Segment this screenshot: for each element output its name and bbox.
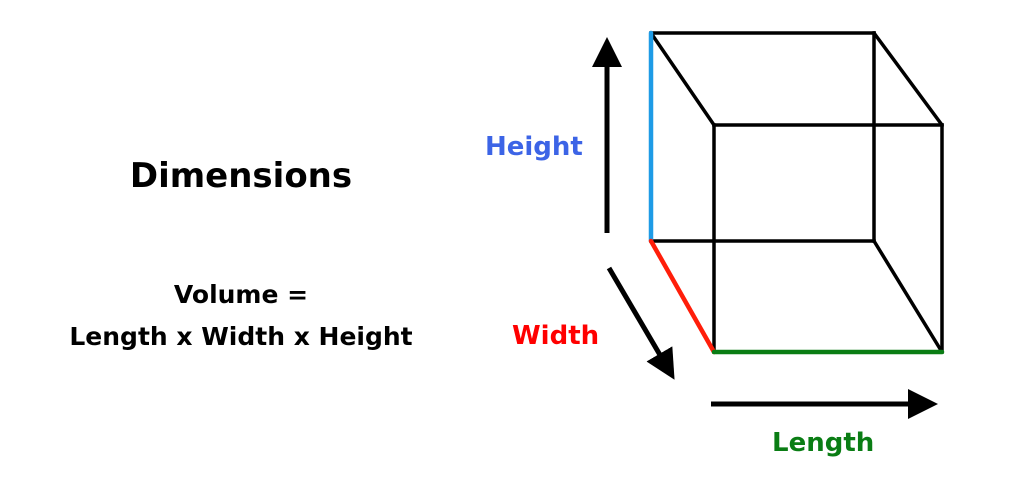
- depth-edge-bottom-right: [872, 239, 944, 354]
- width-label: Width: [512, 321, 600, 351]
- formula-line-2: Length x Width x Height: [69, 322, 413, 351]
- volume-formula: Volume = Length x Width x Height: [0, 274, 482, 358]
- cube-back-face: [712, 123, 944, 354]
- depth-edge-top-left: [649, 31, 716, 127]
- width-arrow: [606, 266, 675, 380]
- cube-front-face: [649, 31, 876, 243]
- length-label: Length: [772, 428, 875, 458]
- depth-edge-top-right: [872, 31, 944, 127]
- cube-depth-edges: [649, 31, 944, 354]
- height-label: Height: [485, 132, 583, 162]
- formula-line-1: Volume =: [173, 280, 309, 309]
- width-edge: [648, 238, 717, 355]
- diagram-title: Dimensions: [129, 156, 353, 196]
